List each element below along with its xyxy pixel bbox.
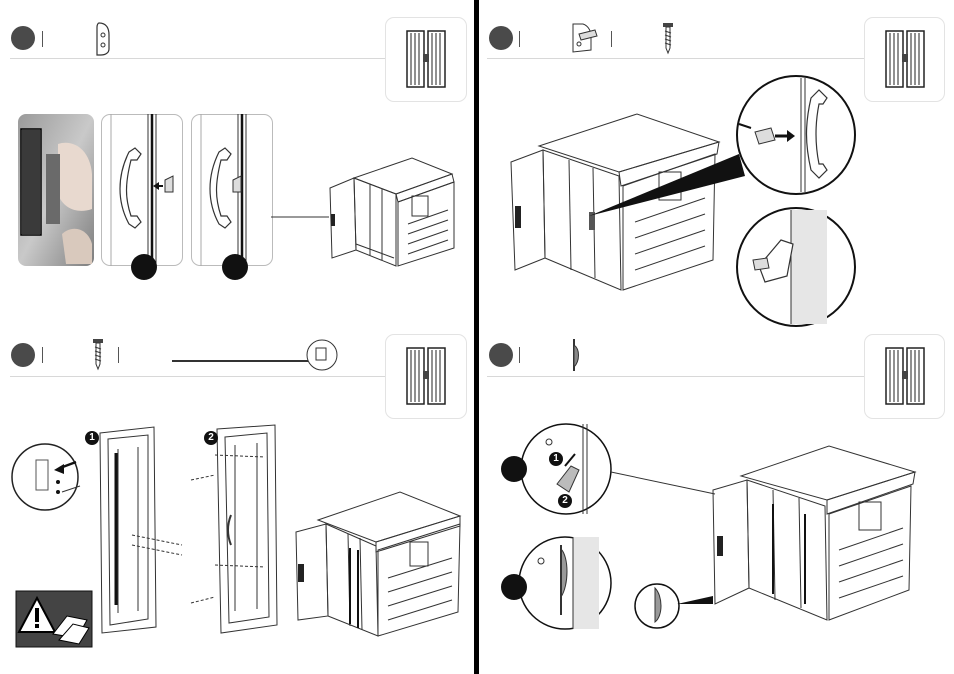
door-rod-icon xyxy=(170,336,340,372)
manual-page-right: 1 2 xyxy=(479,0,954,674)
callout-dot-b xyxy=(501,574,527,600)
header-separator xyxy=(519,31,520,47)
step-number-circle xyxy=(11,343,35,367)
double-door-icon xyxy=(885,347,925,405)
callout-dot-a xyxy=(131,254,157,280)
door-panel-1 xyxy=(92,425,162,635)
door-thumbnail xyxy=(385,17,467,102)
door-thumbnail xyxy=(385,334,467,419)
double-door-icon xyxy=(406,30,446,88)
double-door-icon xyxy=(885,30,925,88)
leader-line xyxy=(611,470,715,496)
callout-number-1: 1 xyxy=(549,452,563,466)
latch-bracket-icon xyxy=(569,22,599,54)
screw-detail-magnifier xyxy=(10,442,80,512)
door-thumbnail xyxy=(864,334,945,419)
step-top-right xyxy=(479,0,954,330)
callout-dot-b xyxy=(222,254,248,280)
door-handle-detail-a xyxy=(101,114,183,266)
step-number-circle xyxy=(11,26,35,50)
header-separator xyxy=(519,347,520,363)
latch-detail-magnifier-b xyxy=(735,206,857,328)
leader-line xyxy=(271,216,331,220)
door-latch-icon xyxy=(93,21,113,57)
photo-hand-latch xyxy=(18,114,94,266)
header-rule xyxy=(10,58,386,59)
door-thumbnail xyxy=(864,17,945,102)
header-rule xyxy=(487,58,867,59)
callout-number-2: 2 xyxy=(558,494,572,508)
step-top-left xyxy=(0,0,475,300)
door-stopper-icon xyxy=(568,337,582,373)
header-separator xyxy=(42,31,43,47)
zoom-pointer xyxy=(589,150,749,220)
door-handle-detail-b xyxy=(191,114,273,266)
latch-detail-magnifier-a xyxy=(735,74,857,196)
door-panel-2 xyxy=(205,425,280,637)
stopper-detail-magnifier-b xyxy=(517,535,613,631)
step-bottom-right: 1 2 xyxy=(479,330,954,674)
shed-illustration xyxy=(326,154,462,270)
warning-box xyxy=(15,590,93,648)
header-separator xyxy=(611,31,612,47)
callout-number-1: 1 xyxy=(85,431,99,445)
callout-dot-a xyxy=(501,456,527,482)
screw-icon xyxy=(92,338,104,370)
header-rule xyxy=(487,376,867,377)
header-separator xyxy=(118,347,119,363)
header-separator xyxy=(42,347,43,363)
callout-number-2: 2 xyxy=(204,431,218,445)
stopper-mini-magnifier xyxy=(633,582,715,632)
manual-page-left: 1 2 xyxy=(0,0,475,674)
step-bottom-left: 1 2 xyxy=(0,330,475,674)
screw-icon xyxy=(662,22,674,54)
shed-illustration xyxy=(292,488,462,638)
header-rule xyxy=(10,376,386,377)
shed-illustration xyxy=(711,444,915,622)
double-door-icon xyxy=(406,347,446,405)
step-number-circle xyxy=(489,26,513,50)
step-number-circle xyxy=(489,343,513,367)
